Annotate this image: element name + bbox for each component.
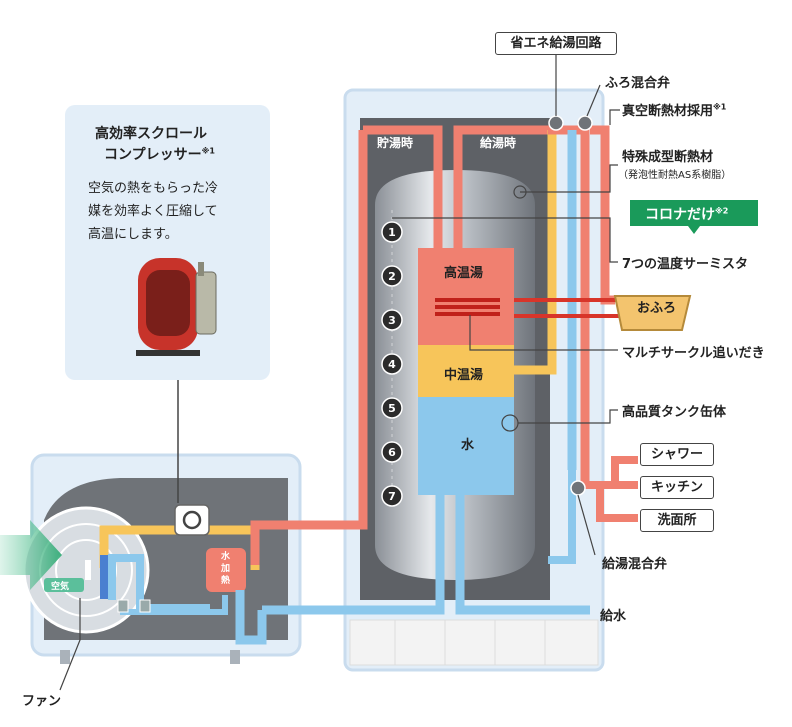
washroom-pipe: [596, 485, 638, 522]
thermistor-sensor-3: [381, 309, 403, 331]
bath-label: おふろ: [637, 301, 677, 316]
heat-pump-foot: [230, 650, 240, 664]
compressor-title-1: 高効率スクロール: [95, 126, 207, 142]
compressor-accumulator: [195, 271, 217, 335]
special-insulation-marker: [513, 185, 527, 199]
leader-multi-circle: [469, 315, 618, 351]
leader-tank: [518, 409, 618, 424]
compressor-illustration-inner: [146, 270, 190, 336]
cold-water-label: 水: [461, 438, 475, 453]
thermistor-label: 7つの温度サーミスタ: [622, 257, 749, 272]
leader-bath-valve: [586, 84, 601, 117]
expansion-valve-2: [139, 599, 151, 613]
thermistor-sensor-label: 4: [388, 358, 396, 371]
compressor-base: [136, 350, 200, 356]
tank-unit: [262, 88, 605, 672]
air-inflow-arrow: [0, 520, 62, 590]
supplying-label: 給湯時: [480, 136, 517, 150]
refrigerant-line-cold: [108, 554, 210, 612]
corona-only-label: コロナだけ※2: [645, 206, 729, 223]
air-label: 空気: [51, 582, 70, 592]
compressor-desc-3: 高温にします。: [88, 227, 178, 242]
mid-temp-label: 中温湯: [444, 368, 484, 383]
vacuum-label: 真空断熱材採用※1: [622, 102, 727, 119]
special-insulation-sublabel: （発泡性耐熱AS系樹脂）: [618, 170, 732, 181]
supply-mix-valve-icon: [570, 480, 586, 496]
corona-badge: [630, 200, 758, 234]
thermistor-sensor-6: [381, 441, 403, 463]
thermistor-sensor-label: 1: [388, 226, 396, 239]
top-valve-left: [548, 115, 564, 131]
water-heater-label: 水加熱: [221, 552, 231, 586]
tank-unit-base: [349, 619, 599, 666]
heat-pump-foot: [60, 650, 70, 664]
special-insulation-label: 特殊成型断熱材: [622, 150, 714, 165]
thermistor-sensor-label: 5: [388, 402, 396, 415]
thermistor-sensors: 1 2 3 4 5 6 7: [381, 221, 403, 507]
expansion-valve: [117, 599, 129, 613]
storing-flow: [363, 125, 443, 248]
cold-supply-line: [455, 495, 590, 615]
leader-special-insulation: [520, 164, 618, 193]
heatpump-cold-line: [235, 590, 267, 645]
compressor-callout: [65, 105, 270, 503]
thermistor-sensor-1: [381, 221, 403, 243]
washroom-label: 洗面所: [640, 509, 714, 532]
tank-label: 高品質タンク缶体: [622, 405, 727, 420]
leader-thermistor: [392, 217, 618, 263]
thermistor-sensor-7: [381, 485, 403, 507]
compressor-callout-panel: [65, 105, 270, 380]
leader-vacuum: [609, 109, 620, 125]
water-heater-block: [206, 548, 246, 592]
leader-lines: [59, 55, 620, 691]
compressor-unit: [174, 504, 210, 536]
air-badge: [44, 578, 84, 592]
top-valve-right: [577, 115, 593, 131]
thermistor-sensor-label: 7: [388, 490, 396, 503]
thermistor-sensor-5: [381, 397, 403, 419]
water-supply-label: 給水: [600, 609, 627, 624]
thermistor-sensor-2: [381, 265, 403, 287]
shower-label: シャワー: [640, 443, 714, 466]
mid-temp-pipe: [514, 130, 557, 375]
cold-mix-lower: [548, 470, 576, 564]
compressor-desc-2: 媒を効率よく圧縮して: [88, 204, 218, 219]
kitchen-label: キッチン: [640, 476, 714, 499]
refrigerant-line-return: [120, 595, 228, 615]
thermistor-sensor-label: 2: [388, 270, 396, 283]
top-circuit-label: 省エネ給湯回路: [495, 32, 617, 55]
supply-mix-valve-label: 給湯混合弁: [602, 557, 668, 572]
fan-label: ファン: [22, 694, 62, 709]
layer-cold-water: [418, 397, 514, 495]
layer-mid-temp: [418, 345, 514, 397]
thermistor-sensor-4: [381, 353, 403, 375]
layer-high-temp: [418, 248, 514, 345]
compressor-desc-1: 空気の熱をもらった冷: [88, 181, 219, 196]
leader-fan: [59, 598, 81, 691]
storing-label: 貯湯時: [377, 136, 414, 150]
heatpump-hot-line: [250, 515, 368, 565]
high-temp-label: 高温湯: [444, 266, 484, 281]
thermistor-sensor-label: 3: [388, 314, 396, 327]
multi-circle-coil: [435, 298, 500, 316]
bathtub-icon: [613, 295, 692, 331]
thermistor-sensor-label: 6: [388, 446, 396, 459]
right-piping: [514, 115, 692, 564]
supplying-flow: [453, 125, 548, 248]
compressor-pipe: [198, 262, 204, 276]
heat-exchanger-coil: [100, 555, 108, 599]
multi-circle-label: マルチサークル追いだき: [622, 346, 765, 361]
cold-to-heatpump: [262, 495, 445, 615]
compressor-title-2: コンプレッサー※1: [104, 146, 215, 163]
bath-valve-label: ふろ混合弁: [605, 76, 671, 91]
compressor-icon: [182, 510, 202, 530]
leader-supply-mix: [577, 494, 596, 556]
